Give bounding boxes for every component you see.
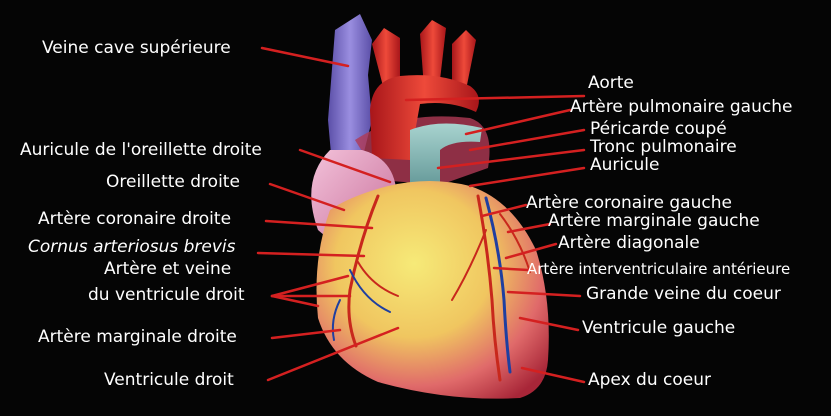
leader-auricule	[470, 168, 584, 186]
label-tronc-pulmonaire: Tronc pulmonaire	[590, 137, 737, 157]
label-artere-coronaire-droite: Artère coronaire droite	[38, 209, 231, 229]
label-auricule-oreillette-droite: Auricule de l'oreillette droite	[20, 140, 262, 160]
label-oreillette-droite: Oreillette droite	[106, 172, 240, 192]
leader-artere-pulmonaire	[466, 110, 570, 134]
label-artere-diagonale: Artère diagonale	[558, 233, 700, 253]
label-pericarde-coupe: Péricarde coupé	[590, 119, 727, 139]
leader-artere-veine-c	[272, 296, 318, 306]
label-artere-interventriculaire: Artère interventriculaire antérieure	[527, 259, 790, 279]
label-artere-pulmonaire-gauche: Artère pulmonaire gauche	[570, 97, 792, 117]
label-apex-du-coeur: Apex du coeur	[588, 370, 711, 390]
label-artere-marginale-gauche: Artère marginale gauche	[548, 211, 760, 231]
label-auricule: Auricule	[590, 155, 659, 175]
label-cornus-arteriosus-brevis: Cornus arteriosus brevis	[28, 237, 236, 257]
label-du-ventricule-droit: du ventricule droit	[88, 285, 245, 305]
label-artere-et-veine: Artère et veine	[104, 259, 231, 279]
label-ventricule-droit: Ventricule droit	[104, 370, 234, 390]
label-artere-coronaire-gauche: Artère coronaire gauche	[526, 193, 732, 213]
label-grande-veine-du-coeur: Grande veine du coeur	[586, 284, 781, 304]
label-artere-marginale-droite: Artère marginale droite	[38, 327, 237, 347]
label-ventricule-gauche: Ventricule gauche	[582, 318, 735, 338]
label-aorte: Aorte	[588, 73, 634, 93]
label-veine-cave-superieure: Veine cave supérieure	[42, 38, 231, 58]
